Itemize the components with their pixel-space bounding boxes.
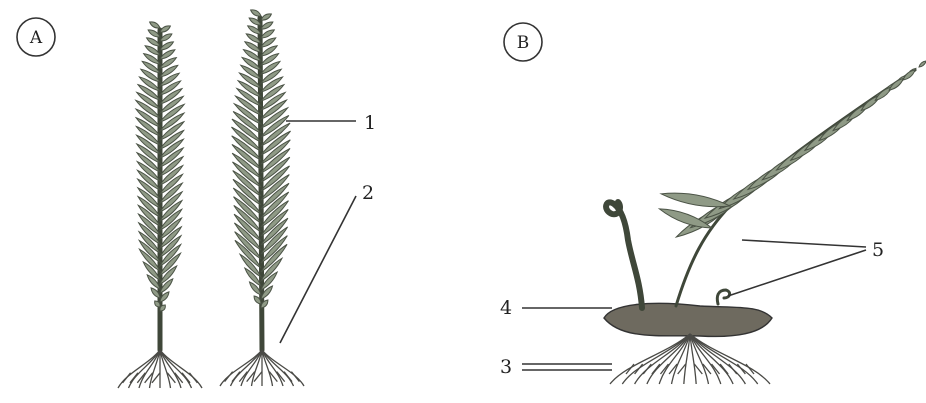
panel-a-badge: A	[17, 18, 55, 56]
root-strand	[659, 334, 690, 384]
fiddlehead	[606, 202, 642, 308]
root-strand	[690, 334, 770, 384]
leaf	[261, 38, 276, 47]
panel-b-badge-text: B	[517, 33, 530, 53]
root-branch	[189, 373, 197, 383]
root-branch	[729, 364, 737, 374]
root-branch	[652, 364, 660, 374]
moss-plant-right	[231, 10, 290, 350]
root-strand	[690, 334, 721, 384]
fern-rhizome	[604, 303, 772, 336]
leaf	[261, 22, 273, 29]
label-2: 2	[362, 182, 374, 204]
frond-stalk	[676, 70, 915, 306]
leaf	[261, 30, 274, 38]
leaf	[251, 10, 261, 16]
root-branch	[720, 364, 728, 374]
leaf	[150, 22, 160, 28]
leaf	[261, 14, 271, 20]
moss-plant-left	[136, 22, 184, 350]
root-strand	[610, 334, 690, 384]
fern-roots	[610, 334, 770, 384]
root-strand	[139, 350, 160, 388]
fern-plant	[604, 61, 926, 384]
leaf	[661, 193, 730, 207]
leader-line-2	[280, 196, 356, 343]
root-branch	[291, 372, 299, 382]
panel-a-badge-text: A	[29, 28, 43, 48]
leader-line-5b	[728, 250, 866, 296]
root-branch	[123, 373, 131, 383]
leaf	[919, 61, 926, 67]
panel-b-badge: B	[504, 23, 542, 61]
root-branch	[225, 372, 233, 382]
leader-line-5a	[742, 240, 866, 247]
root-strand	[231, 350, 263, 386]
label-1: 1	[364, 112, 376, 134]
label-5: 5	[872, 239, 884, 261]
small-bud	[717, 290, 729, 304]
moss-rhizoids-left	[118, 350, 202, 388]
label-3: 3	[500, 356, 512, 378]
root-strand	[160, 350, 181, 388]
leaf	[160, 26, 170, 32]
moss-rhizoids-right	[220, 350, 304, 386]
root-branch	[643, 364, 651, 374]
frond-pinnae	[659, 61, 926, 237]
label-4: 4	[500, 297, 512, 319]
